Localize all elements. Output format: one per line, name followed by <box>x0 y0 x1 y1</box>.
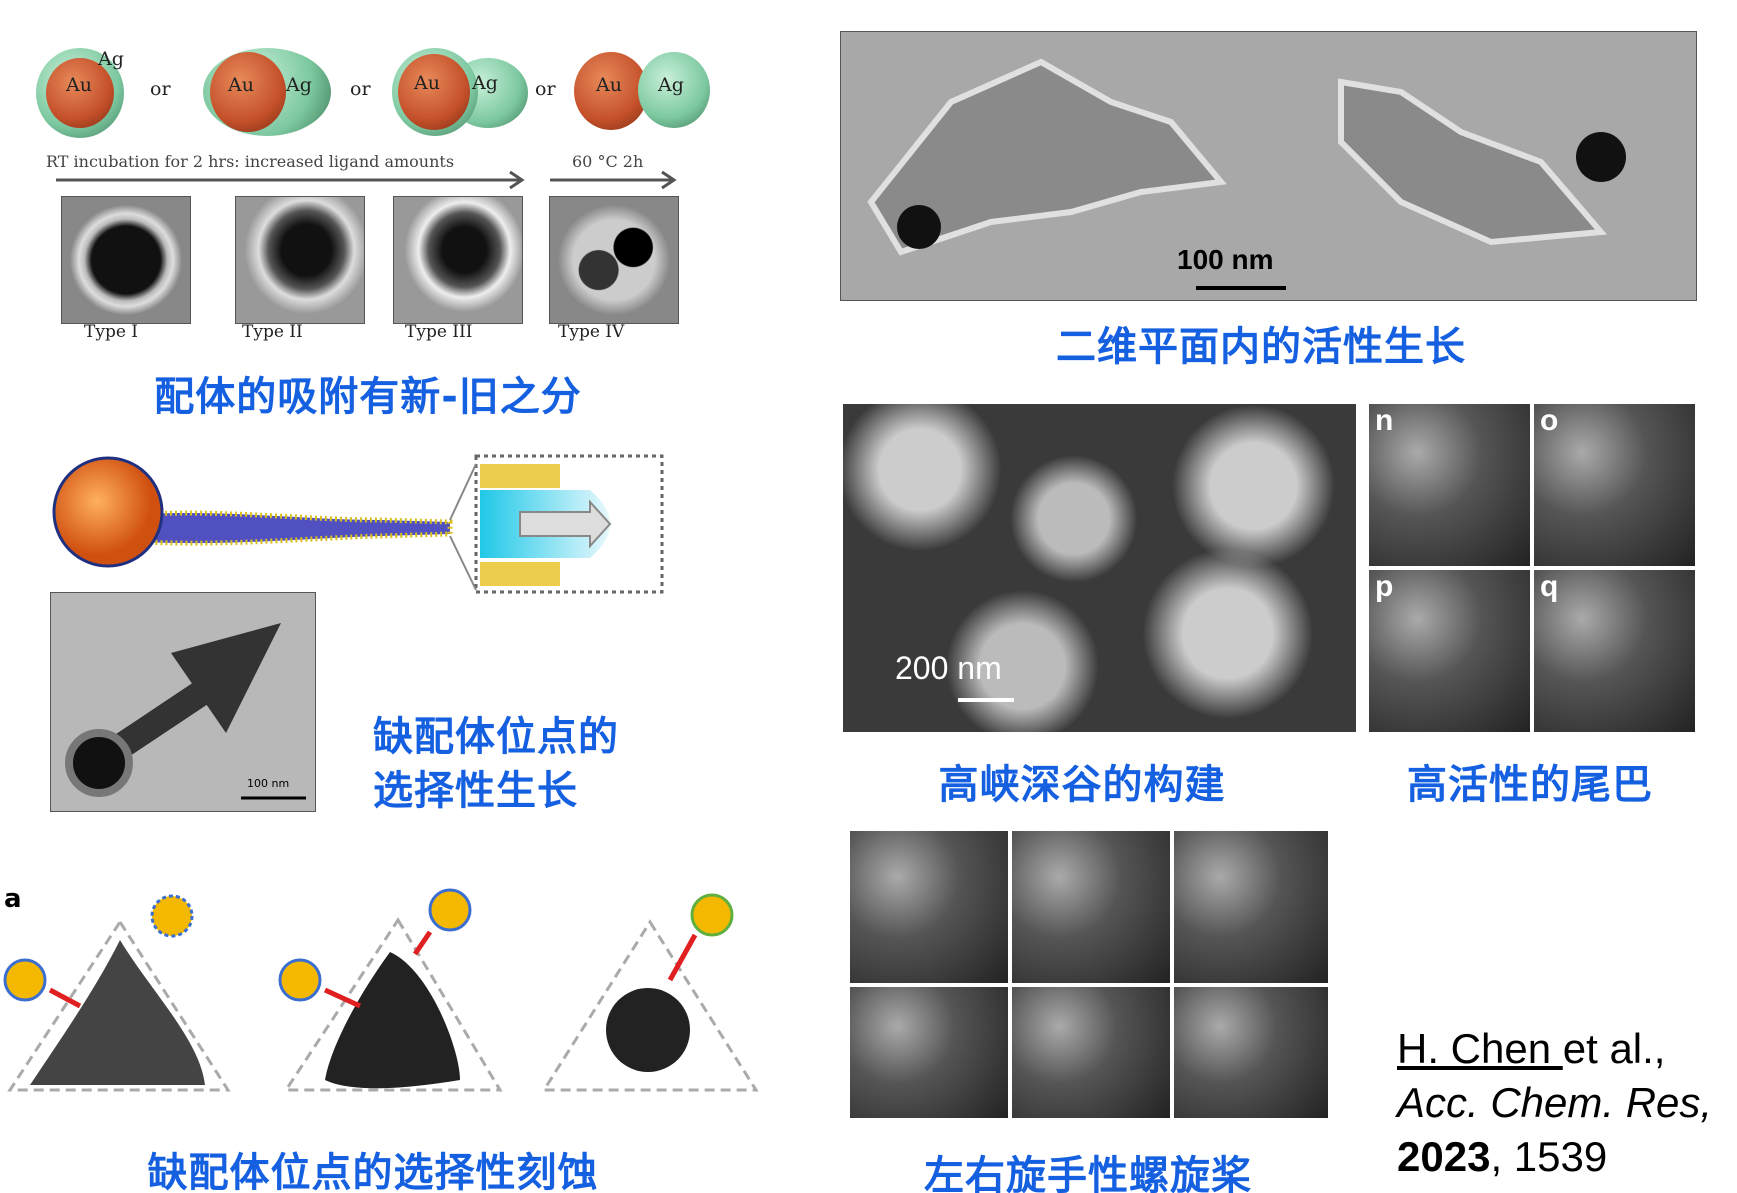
sem-propeller <box>1012 987 1170 1118</box>
au-core <box>210 52 286 132</box>
scale-bar-label: 100 nm <box>1177 244 1274 275</box>
caption-selective-growth-1: 缺配体位点的 <box>373 714 619 760</box>
panel-letter: o <box>1540 404 1559 437</box>
sem-tail-q: q <box>1534 570 1695 732</box>
sem-canyon-particles: 200 nm <box>843 404 1356 732</box>
tem-arrow-particle: 100 nm <box>50 592 316 812</box>
type-label: Type IV <box>558 322 625 342</box>
caption-propellers: 左右旋手性螺旋桨 <box>924 1153 1252 1193</box>
au-core <box>46 58 114 128</box>
arrow-label-rt: RT incubation for 2 hrs: increased ligan… <box>46 152 455 171</box>
ag-label: Ag <box>286 74 312 96</box>
or-label: or <box>535 78 556 100</box>
tem-type-2 <box>235 196 365 324</box>
citation-page: , 1539 <box>1490 1133 1608 1180</box>
panel-letter: q <box>1540 570 1559 603</box>
citation-year: 2023 <box>1397 1133 1491 1180</box>
sem-propeller <box>1174 987 1328 1118</box>
or-label: or <box>350 78 371 100</box>
arrow-label-heat: 60 °C 2h <box>572 152 644 171</box>
panel-letter-a: a <box>4 884 22 914</box>
citation: H. Chen et al., Acc. Chem. Res, 2023, 15… <box>1397 1022 1712 1184</box>
or-label: or <box>150 78 171 100</box>
au-label: Au <box>228 74 254 96</box>
process-arrows <box>56 170 677 190</box>
ag-label: Ag <box>472 72 498 94</box>
type-label: Type II <box>242 322 303 342</box>
scale-bar <box>958 698 1014 702</box>
ag-label: Ag <box>98 48 124 70</box>
sem-propeller <box>850 831 1008 983</box>
au-label: Au <box>414 72 440 94</box>
caption-tails: 高活性的尾巴 <box>1407 762 1653 808</box>
caption-selective-growth-2: 选择性生长 <box>373 768 578 814</box>
ag-label: Ag <box>658 74 684 96</box>
type-label: Type I <box>84 322 139 342</box>
au-label: Au <box>66 74 92 96</box>
au-label: Au <box>596 74 622 96</box>
caption-ligand-adsorption: 配体的吸附有新-旧之分 <box>154 374 582 420</box>
type-label: Type III <box>405 322 473 342</box>
sem-tail-p: p <box>1369 570 1530 732</box>
ag-particle <box>638 52 710 128</box>
citation-journal: Acc. Chem. Res, <box>1397 1079 1713 1126</box>
sem-propeller <box>1012 831 1170 983</box>
tem-type-1 <box>61 196 191 324</box>
tem-type-3 <box>393 196 523 324</box>
caption-2d-growth: 二维平面内的活性生长 <box>1056 324 1466 370</box>
panel-letter: p <box>1375 570 1394 603</box>
sem-tail-o: o <box>1534 404 1695 566</box>
caption-selective-etching: 缺配体位点的选择性刻蚀 <box>147 1150 599 1193</box>
scale-bar-label: 200 nm <box>895 650 1002 686</box>
scale-bar-label: 100 nm <box>247 777 290 790</box>
citation-author: H. Chen <box>1397 1025 1563 1072</box>
tem-type-4 <box>549 196 679 324</box>
selective-etching-diagram <box>3 888 759 1092</box>
panel-letter: n <box>1375 404 1394 437</box>
citation-etal: et al., <box>1562 1025 1666 1072</box>
sem-tail-n: n <box>1369 404 1530 566</box>
nanowire-growth-diagram <box>52 454 664 594</box>
au-core <box>398 54 470 130</box>
sem-propeller <box>1174 831 1328 983</box>
sem-propeller <box>850 987 1008 1118</box>
tem-2d-growth: 100 nm <box>840 31 1697 301</box>
au-particle <box>574 52 648 130</box>
caption-canyons: 高峡深谷的构建 <box>938 762 1226 808</box>
